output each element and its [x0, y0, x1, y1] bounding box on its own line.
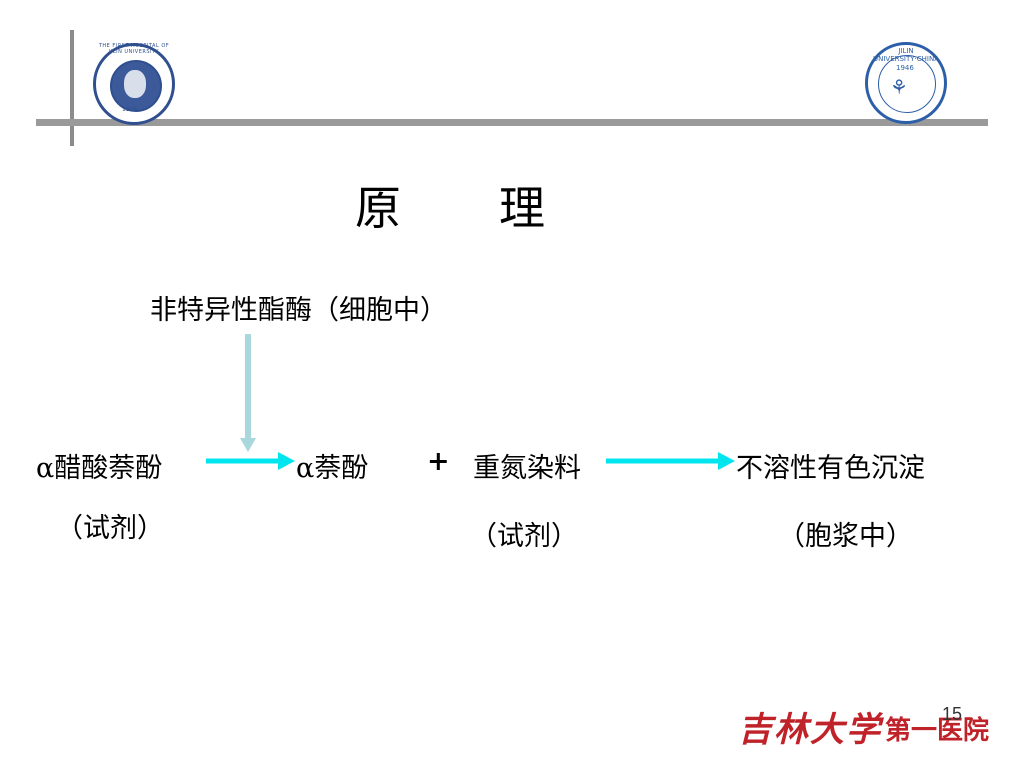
product-label: α萘酚: [296, 453, 369, 484]
header-horizontal-rule: [36, 119, 988, 126]
result-label: 不溶性有色沉淀: [736, 453, 925, 484]
dye-label: 重氮染料: [473, 453, 581, 484]
header-vertical-rule: [70, 30, 74, 146]
enzyme-label: 非特异性酯酶（细胞中）: [150, 295, 447, 326]
hospital-seal-logo: THE FIRST HOSPITAL OF JILIN UNIVERSITY 1…: [93, 43, 175, 125]
university-seal-inner-ring: [878, 55, 936, 113]
plus-sign: +: [427, 446, 450, 477]
footer-brand-calligraphy: 吉林大学: [738, 710, 882, 750]
enzyme-arrow: [240, 334, 256, 452]
substrate-to-product-arrow: [206, 452, 295, 470]
slide-title: 原 理: [355, 181, 571, 235]
university-seal-logo: JILIN UNIVERSITY·CHINA 1946 ⚘: [865, 42, 947, 124]
footer-subtitle: 第一医院: [885, 716, 990, 746]
hospital-seal-ring-text: THE FIRST HOSPITAL OF JILIN UNIVERSITY: [98, 43, 170, 55]
substrate-label: α醋酸萘酚: [36, 453, 163, 484]
result-note: （胞浆中）: [778, 521, 913, 552]
page-number: 15: [942, 704, 963, 724]
dye-note: （试剂）: [470, 521, 578, 552]
reaction-to-result-arrow: [606, 452, 735, 470]
hospital-seal-year: 1946: [122, 106, 138, 113]
portrait-icon: [124, 70, 146, 98]
hospital-seal-portrait: [110, 60, 162, 112]
substrate-note: （试剂）: [56, 513, 164, 544]
university-seal-year: 1946: [896, 64, 914, 72]
university-emblem-icon: ⚘: [890, 75, 908, 99]
